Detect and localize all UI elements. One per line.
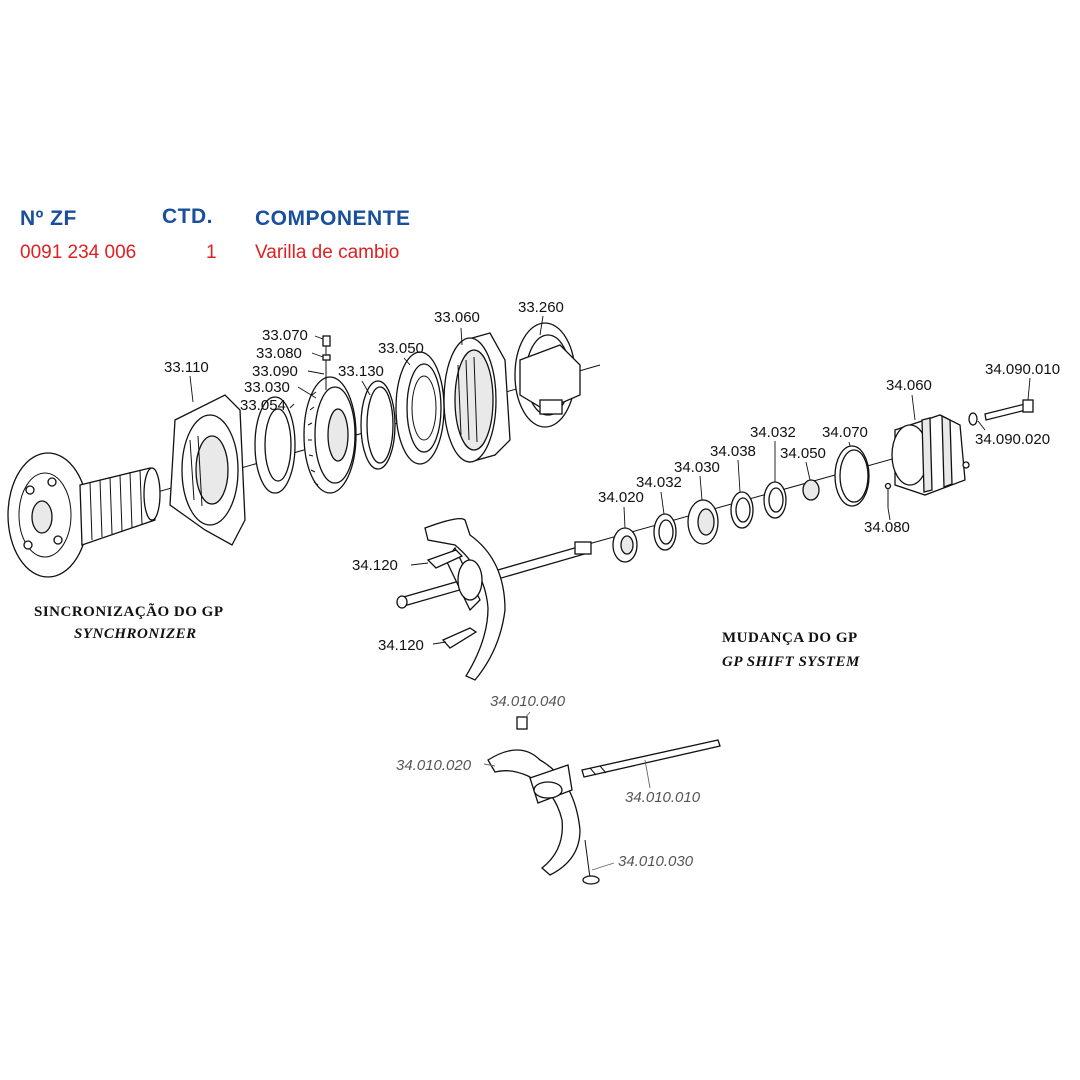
label-33-110: 33.110 [164, 359, 209, 376]
label-34-010-040: 34.010.040 [490, 693, 566, 710]
part-34-090-020-washer [968, 412, 978, 426]
label-33-070: 33.070 [262, 327, 308, 344]
part-34-080-pin [884, 482, 892, 508]
header-quantity: CTD. [162, 205, 213, 228]
part-34-120-slide-block-upper [426, 549, 464, 569]
header-part-number: Nº ZF [20, 207, 77, 230]
section-title-synchronizer-en: SYNCHRONIZER [74, 626, 197, 642]
part-34-090-010-screw [984, 399, 1034, 421]
leader-34-020 [623, 506, 626, 529]
label-34-032-upper: 34.032 [750, 424, 796, 441]
label-34-080: 34.080 [864, 519, 910, 536]
row-component: Varilla de cambio [255, 242, 400, 263]
part-34-038-seal [730, 491, 754, 529]
label-34-090-020: 34.090.020 [975, 431, 1050, 448]
label-34-010-030: 34.010.030 [618, 853, 694, 870]
leader-34-080 [887, 507, 891, 521]
section-title-shift-en: GP SHIFT SYSTEM [722, 654, 860, 670]
leader-33-260 [539, 315, 544, 336]
leader-33-110 [189, 375, 194, 403]
part-34-032-ring-upper [763, 481, 787, 519]
part-33-030-synchro-hub [303, 335, 357, 494]
shift-fork-with-rod [396, 517, 592, 681]
label-34-030: 34.030 [674, 459, 720, 476]
part-34-120-slide-block-lower [441, 627, 478, 649]
leader-33-030 [297, 386, 317, 399]
fork-detail-assembly [487, 716, 721, 885]
leader-34-070 [848, 441, 851, 447]
row-part-number: 0091 234 006 [20, 242, 137, 263]
leader-34-038 [737, 459, 741, 493]
part-33-060-sliding-sleeve [443, 332, 511, 463]
part-34-030-piston [687, 499, 719, 545]
leader-33-060 [460, 327, 463, 346]
leader-33-080 [311, 352, 324, 358]
label-34-060: 34.060 [886, 377, 932, 394]
section-title-synchronizer-pt: SINCRONIZAÇÃO DO GP [34, 602, 224, 620]
leader-33-050 [403, 357, 411, 366]
leader-34-120-upper [410, 562, 429, 566]
label-34-020: 34.020 [598, 489, 644, 506]
label-34-070: 34.070 [822, 424, 868, 441]
part-33-050-ring-gear [395, 351, 445, 465]
label-33-130: 33.130 [338, 363, 384, 380]
part-33-260-synchro-body [514, 322, 581, 428]
label-33-080: 33.080 [256, 345, 302, 362]
part-34-060-cylinder-housing [891, 414, 970, 496]
label-34-010-010: 34.010.010 [625, 789, 701, 806]
leader-34-032-b [660, 491, 665, 515]
part-34-032-ring-lower [653, 513, 677, 551]
label-34-090-010: 34.090.010 [985, 361, 1060, 378]
leader-34-090-020 [977, 420, 986, 431]
leader-33-054 [289, 403, 295, 409]
leader-33-070 [314, 335, 324, 340]
label-33-054: 33.054 [240, 397, 286, 414]
label-34-120-upper: 34.120 [352, 557, 398, 574]
part-33-110-plate [169, 394, 246, 546]
part-34-020-nut [612, 527, 638, 563]
leader-33-090 [307, 370, 325, 375]
label-34-038: 34.038 [710, 443, 756, 460]
header-component: COMPONENTE [255, 207, 411, 230]
leader-34-010-030 [591, 862, 615, 871]
label-33-260: 33.260 [518, 299, 564, 316]
leader-33-130 [361, 380, 371, 396]
leader-34-010-040 [524, 711, 531, 719]
leader-34-010-010 [644, 759, 651, 789]
part-34-070-o-ring [834, 445, 870, 507]
leader-34-120-lower [432, 641, 447, 645]
leader-34-090-010 [1027, 377, 1031, 401]
part-33-054-ring [254, 396, 296, 494]
label-33-050: 33.050 [378, 340, 424, 357]
leader-34-030 [699, 475, 703, 501]
output-shaft-flange [7, 452, 161, 578]
label-34-032-lower: 34.032 [636, 474, 682, 491]
label-33-090: 33.090 [252, 363, 298, 380]
part-34-050-nut [802, 479, 820, 501]
row-quantity: 1 [206, 242, 217, 263]
section-title-shift-pt: MUDANÇA DO GP [722, 630, 858, 646]
leader-34-010-020 [483, 763, 496, 767]
label-34-120-lower: 34.120 [378, 637, 424, 654]
leader-34-060 [911, 394, 916, 421]
label-34-010-020: 34.010.020 [396, 757, 472, 774]
leader-34-050 [805, 461, 811, 481]
label-33-030: 33.030 [244, 379, 290, 396]
label-33-060: 33.060 [434, 309, 480, 326]
label-34-050: 34.050 [780, 445, 826, 462]
part-33-130-snap-ring [360, 380, 396, 470]
